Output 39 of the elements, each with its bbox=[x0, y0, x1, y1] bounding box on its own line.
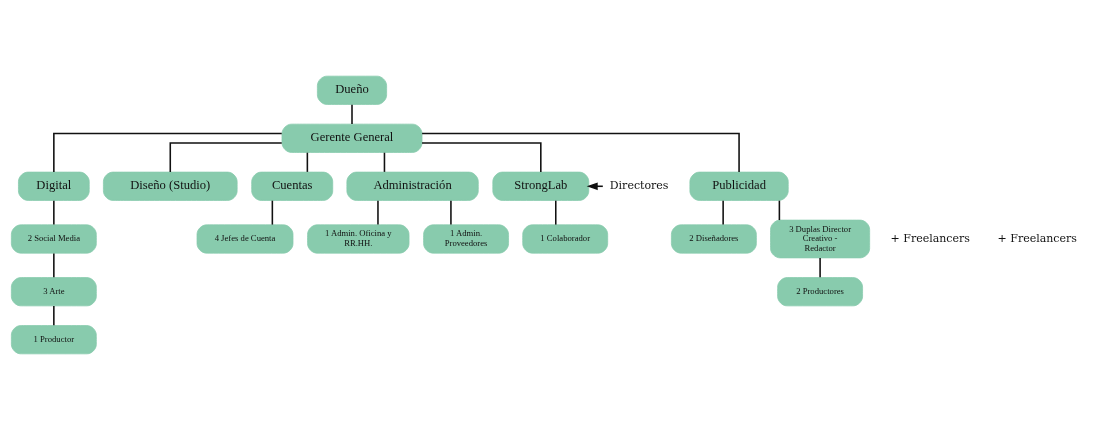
connector bbox=[722, 199, 724, 226]
node-text: Directores bbox=[609, 179, 669, 193]
node-box: 2 Productores bbox=[777, 277, 863, 307]
node-box: StrongLab bbox=[492, 171, 590, 201]
node-box: 3 Duplas Director Creativo - Redactor bbox=[770, 219, 871, 259]
connector bbox=[306, 151, 309, 173]
connector bbox=[53, 305, 55, 327]
connector bbox=[53, 252, 55, 279]
connector bbox=[819, 257, 821, 279]
label: + Freelancers bbox=[997, 231, 1077, 245]
node-box: Dueño bbox=[317, 75, 387, 105]
node-box: 2 Social Media bbox=[10, 224, 97, 254]
connector bbox=[383, 151, 386, 173]
node-box: 1 Productor bbox=[10, 325, 97, 355]
connector bbox=[53, 199, 55, 226]
connector bbox=[53, 132, 283, 173]
arrow bbox=[586, 182, 604, 191]
connector bbox=[778, 199, 781, 221]
connector bbox=[351, 103, 353, 125]
connector bbox=[271, 199, 274, 226]
node-box: Digital bbox=[18, 171, 90, 201]
node-box: 1 Colaborador bbox=[522, 224, 609, 254]
node-box: 3 Arte bbox=[10, 277, 97, 307]
node-box: Diseño (Studio) bbox=[103, 171, 238, 201]
node-box: 2 Diseñadores bbox=[671, 224, 757, 254]
label: + Freelancers bbox=[890, 231, 970, 245]
node-box: Cuentas bbox=[251, 171, 334, 201]
connector bbox=[377, 199, 379, 226]
connector bbox=[421, 132, 740, 173]
node-box: 1 Admin. Proveedores bbox=[423, 224, 509, 254]
node-box: 1 Admin. Oficina y RR.HH. bbox=[307, 224, 410, 254]
node-box: Publicidad bbox=[689, 171, 789, 201]
connector bbox=[421, 142, 542, 173]
node-box: Administración bbox=[346, 171, 479, 201]
connector bbox=[450, 199, 452, 226]
connector bbox=[554, 199, 557, 226]
node-box: Gerente General bbox=[281, 123, 423, 153]
connector bbox=[169, 142, 283, 173]
node-box: 4 Jefes de Cuenta bbox=[196, 224, 294, 254]
